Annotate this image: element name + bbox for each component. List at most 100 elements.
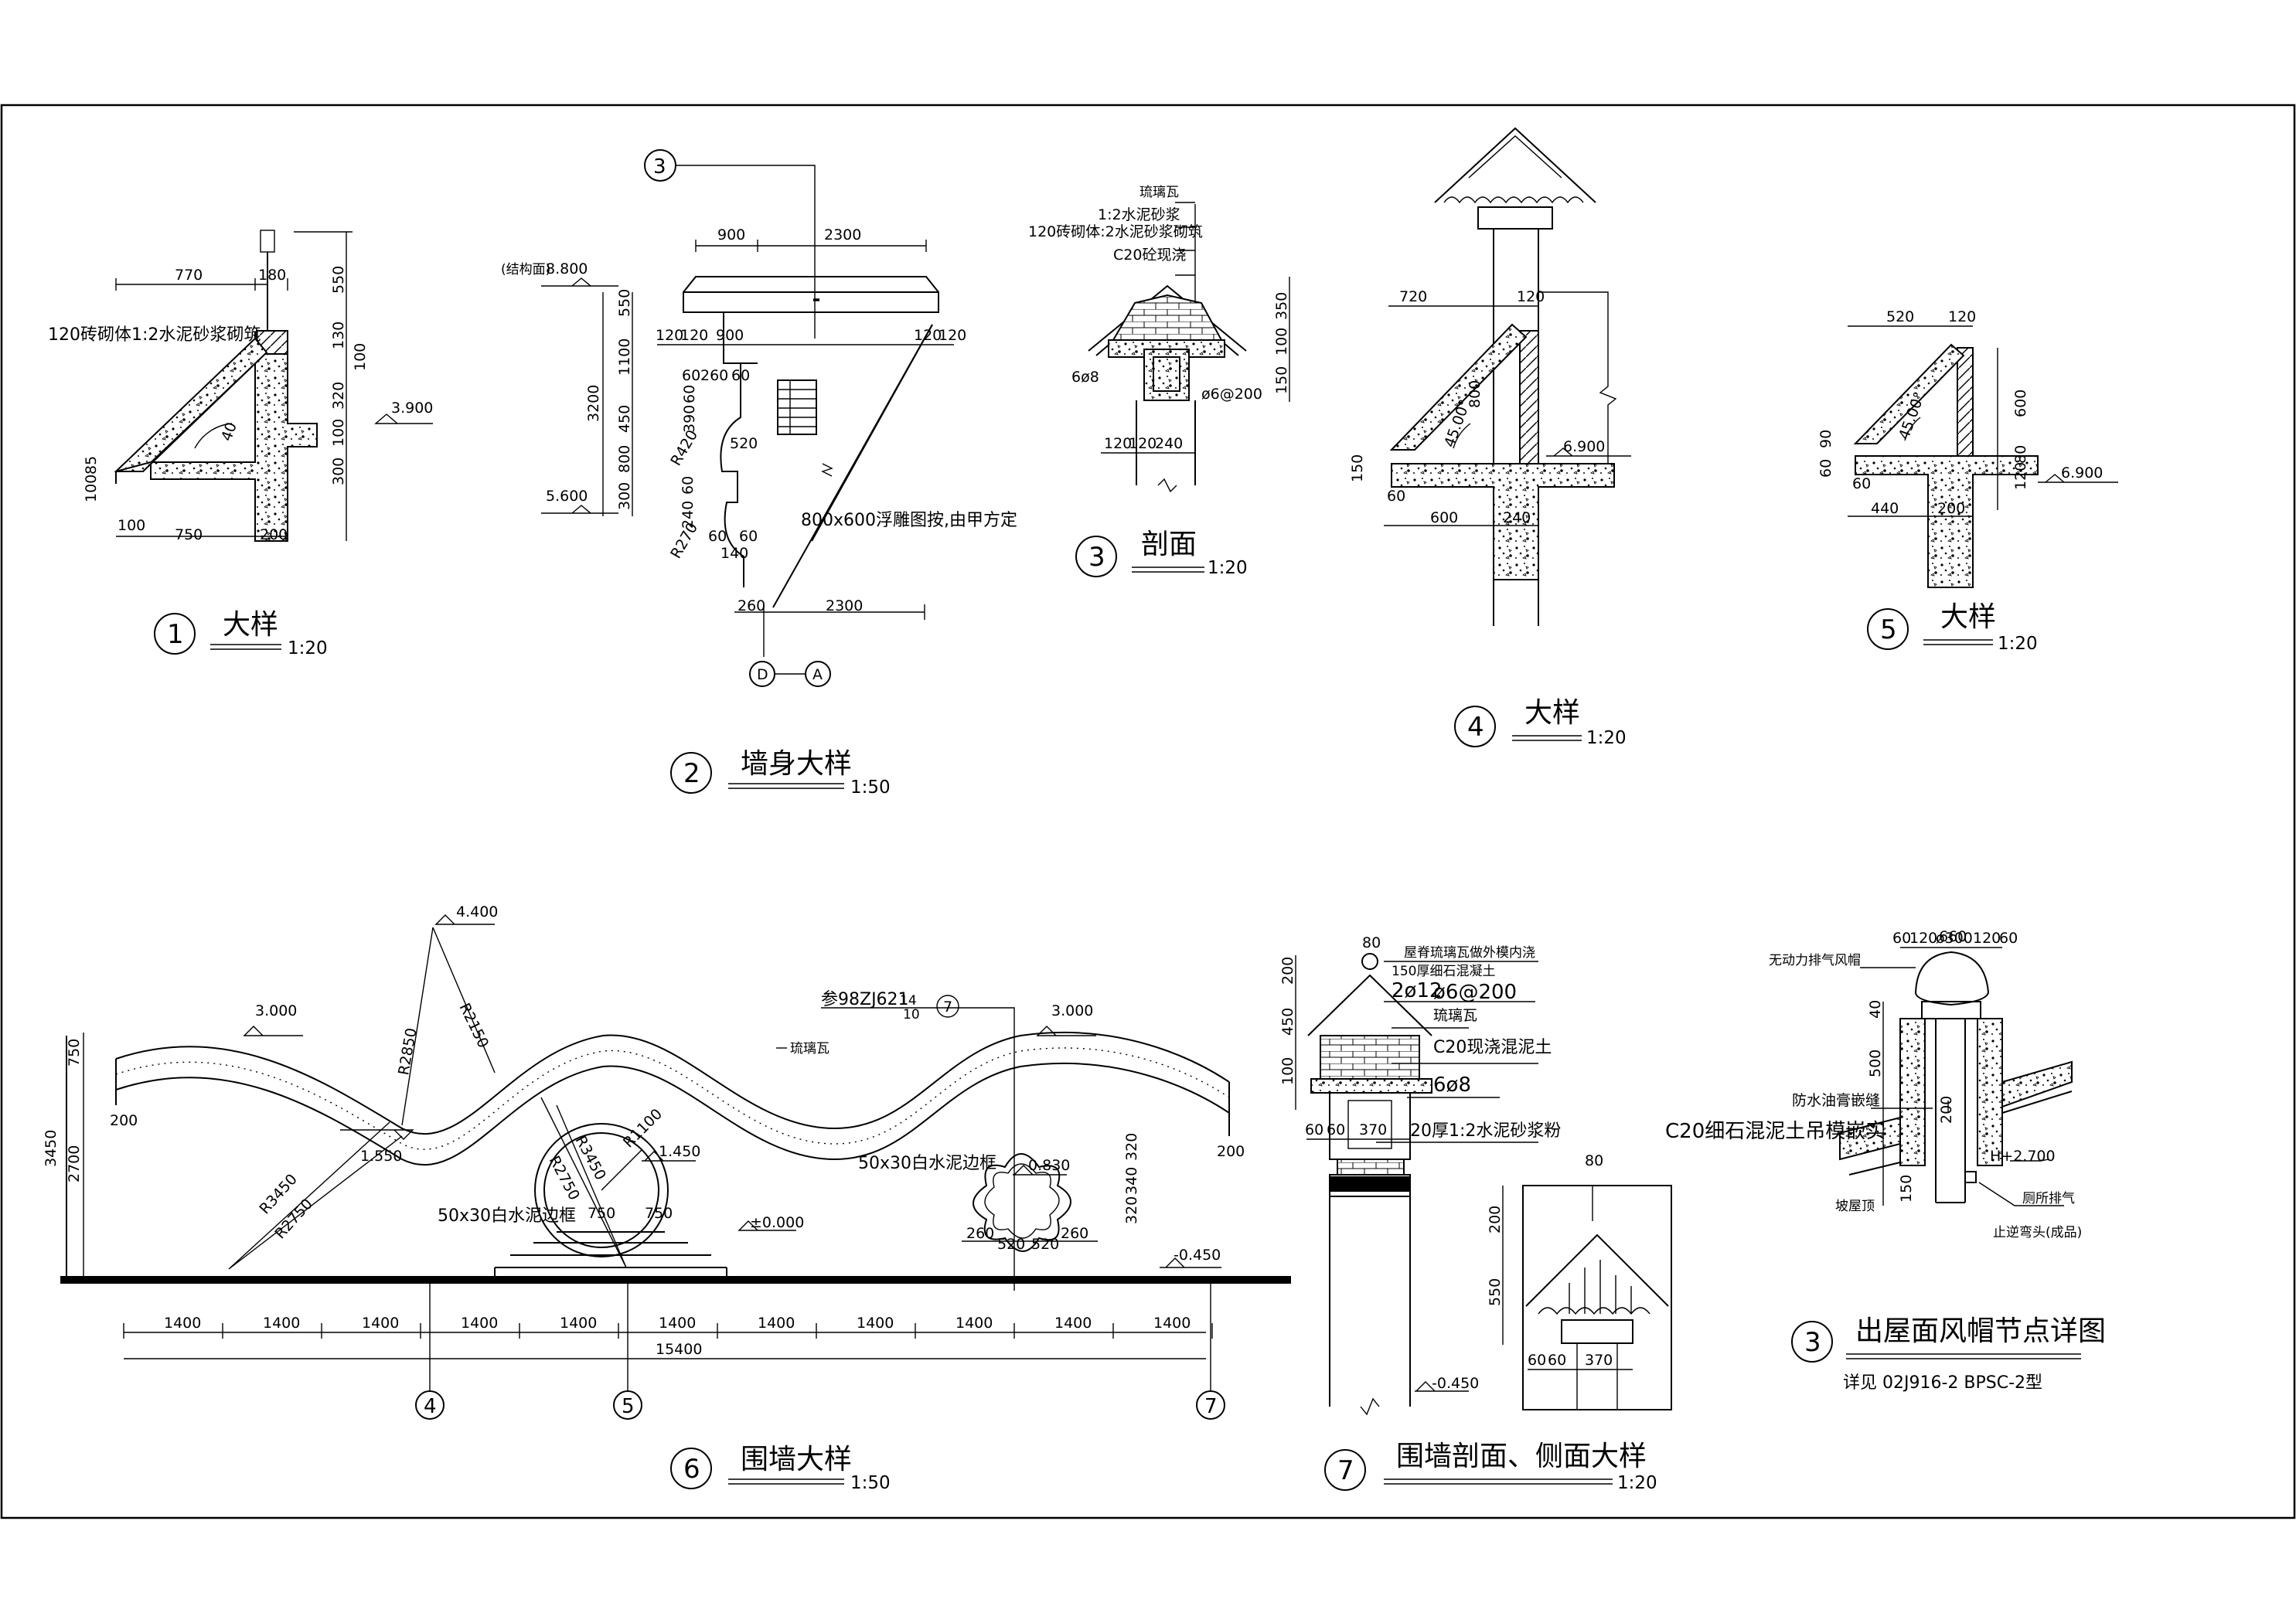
d2-dim-60: 60 [682,367,700,384]
d2-dim-450: 450 [616,405,633,433]
d1-dim-770: 770 [175,267,203,284]
d2-dim-120a: 120 [656,327,683,344]
d5-dim-440: 440 [1871,500,1899,517]
d7-dim-200: 200 [1279,957,1296,985]
d6-r2150: R2150 [456,1001,492,1051]
d3-note-4: C20砼现浇 [1113,247,1186,264]
d7-title-num: 7 [1337,1455,1354,1486]
d6-dim-340: 340 [1123,1167,1140,1195]
d8-note-exhaust: 厕所排气 [2022,1191,2075,1206]
d2-dim-240: 240 [680,501,697,529]
d3-dim-100: 100 [1273,328,1290,356]
d6-span-3: 1400 [461,1315,498,1332]
d2-dim-120d: 120 [938,327,966,344]
d6-elev-low: 1.550 [360,1148,402,1165]
d6-span-5: 1400 [659,1315,696,1332]
d6-dim-750b: 750 [645,1205,673,1222]
detail-7: 屋脊琉璃瓦做外模内浇 150厚细石混凝土 2ø12 ø6@200 琉璃瓦 C20… [1279,934,1672,1493]
d6-dim-520a: 520 [997,1236,1025,1253]
d6-frame2: 50x30白水泥边框 [858,1154,996,1173]
d7-dim-80: 80 [1362,934,1381,951]
d6-dim-200r: 200 [1217,1143,1245,1160]
d8-sub-4: 60 [1999,930,2018,947]
d5-title-num: 5 [1880,614,1897,645]
d8-sub-0: 60 [1892,930,1911,947]
d6-dim-520b: 520 [1031,1236,1059,1253]
d1-dim-100a: 100 [352,343,369,371]
d7-side-80: 80 [1585,1152,1603,1169]
d2-dim-60b: 60 [731,367,750,384]
d7-dim-60b: 60 [1327,1121,1345,1138]
d2-dim-t2300: 2300 [824,226,861,243]
d8-title: 出屋面风帽节点详图 [1855,1315,2106,1347]
d2-axis-3: 3 [653,155,666,179]
d2-dim-520: 520 [730,435,758,452]
d5-dim-l60b: 60 [1852,475,1871,492]
d6-dim-260a: 260 [966,1225,994,1242]
d1-dim-200: 200 [260,526,288,543]
d2-note: 800x600浮雕图按,由甲方定 [801,511,1017,530]
detail-8: 660 60 120 ø300 120 60 40 500 200 150 无动… [1665,928,2106,1393]
d7-note-2: 150厚细石混凝土 [1392,964,1495,979]
d7-note-8: 20厚1:2水泥砂浆粉 [1410,1121,1561,1141]
d6-elev-right: 3.000 [1051,1002,1093,1019]
d2-dim-60d: 60 [739,528,758,545]
d8-top: 660 [1939,928,1967,945]
d7-note-4: ø6@200 [1433,981,1517,1004]
d3-title-num: 3 [1088,542,1105,573]
d6-span-8: 1400 [956,1315,993,1332]
d3-title: 剖面 [1141,529,1197,560]
d4-dim-60: 60 [1387,488,1405,505]
d5-elev: 6.900 [2061,464,2103,481]
d6-elev-win: 0.830 [1028,1157,1070,1174]
d3-note-1: 琉璃瓦 [1139,185,1179,200]
d1-dim-750: 750 [175,526,203,543]
d7-side-550: 550 [1487,1278,1504,1306]
d8-note-conc: C20细石混泥土吊模嵌实 [1665,1120,1886,1143]
d5-dim-l90: 90 [1817,430,1834,448]
d6-elev-mid: 1.450 [659,1143,700,1160]
detail-3: 琉璃瓦 1:2水泥砂浆 120砖砌体:2水泥砂浆砌筑 C20砼现浇 6ø8 ø6… [1028,185,1290,578]
d8-sub-1: 120 [1909,930,1937,947]
d8-dim-500: 500 [1867,1050,1884,1077]
d3-dim-240: 240 [1155,435,1183,452]
d3-dim-150: 150 [1273,366,1290,394]
d6-ref-detail: 7 [943,999,952,1016]
d4-dim-240: 240 [1503,509,1531,526]
d1-scale: 1:20 [288,638,328,658]
d2-dim-390: 390 [681,405,698,433]
d4-scale: 1:20 [1586,728,1627,748]
d7-note-6: C20现浇混泥土 [1433,1038,1552,1057]
d2-dim-300: 300 [616,482,633,510]
d7-dim-100: 100 [1279,1057,1296,1085]
detail-4: 45.00° 720 120 800 150 60 600 240 6.900 … [1349,127,1631,748]
d2-r270: R270 [667,520,701,562]
d2-dim-h900: 900 [716,327,744,344]
d6-axis-7: 7 [1204,1395,1218,1418]
d5-dim-120: 120 [1948,308,1976,325]
d6-ref-num: 14 [900,993,917,1009]
d1-dim-320: 320 [330,382,347,410]
d6-dim-260b: 260 [1061,1225,1088,1242]
d4-dim-150: 150 [1349,454,1366,482]
d2-dim-60c: 60 [708,528,727,545]
d4-dim-800: 800 [1467,380,1484,408]
detail-2: 3 800x600浮雕图按,由甲方定 550 1100 3200 450 800… [501,149,1017,798]
d4-title-num: 4 [1467,712,1484,743]
d3-note-3: 120砖砌体:2水泥砂浆砌筑 [1028,223,1203,240]
d3-dim-350: 350 [1273,292,1290,320]
d3-dim-120: 120 [1104,435,1132,452]
d6-elev-left: 3.000 [255,1002,297,1019]
sheet-frame [0,104,2296,1519]
d6-tile: 琉璃瓦 [790,1041,829,1056]
d5-title: 大样 [1940,601,1996,633]
d6-span-0: 1400 [164,1315,201,1332]
d6-span-9: 1400 [1054,1315,1092,1332]
d1-elev: 3.900 [391,400,433,417]
d2-dim-t900: 900 [717,226,745,243]
detail-5: 45.00° 520 120 600 80 120 90 60 60 440 2… [1817,308,2118,654]
d2-dim-140: 140 [720,545,748,562]
d2-dim-800: 800 [616,445,633,473]
d1-title-num: 1 [167,619,184,650]
